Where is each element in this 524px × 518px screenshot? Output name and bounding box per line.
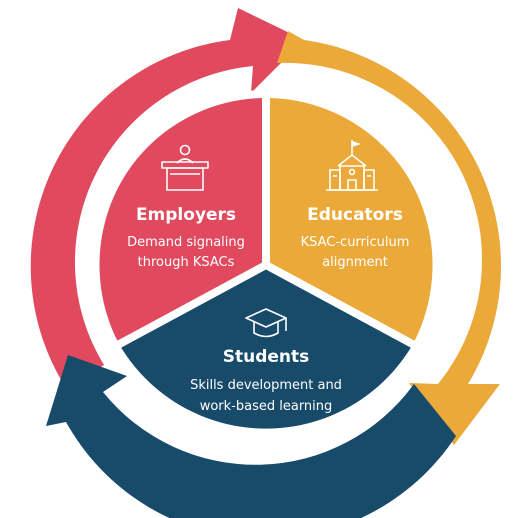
employers-title: Employers bbox=[136, 205, 236, 225]
inner-disc bbox=[91, 90, 441, 440]
educators-title: Educators bbox=[307, 205, 403, 225]
educators-outer-arrow bbox=[277, 31, 501, 445]
employers-sector bbox=[99, 95, 266, 344]
graduation-cap-icon bbox=[245, 308, 287, 338]
educators-segment: Educators KSAC-curriculum alignment bbox=[301, 140, 410, 270]
educators-description-line-2: alignment bbox=[322, 255, 388, 270]
employers-description-line-2: through KSACs bbox=[138, 255, 235, 270]
employers-outer-arrow bbox=[30, 8, 305, 388]
podium-icon bbox=[161, 144, 209, 191]
students-outer-arrow bbox=[46, 355, 456, 518]
students-description-line-2: work-based learning bbox=[200, 399, 333, 414]
educators-sector bbox=[266, 95, 433, 344]
educators-description-line-1: KSAC-curriculum bbox=[301, 235, 410, 250]
students-description-line-1: Skills development and bbox=[190, 378, 342, 393]
employers-segment: Employers Demand signaling through KSACs bbox=[127, 144, 245, 270]
students-title: Students bbox=[223, 347, 310, 367]
school-building-icon bbox=[326, 140, 378, 191]
employers-description-line-1: Demand signaling bbox=[127, 235, 245, 250]
students-segment: Students Skills development and work-bas… bbox=[190, 308, 342, 414]
outer-arrow-ring bbox=[30, 8, 501, 518]
